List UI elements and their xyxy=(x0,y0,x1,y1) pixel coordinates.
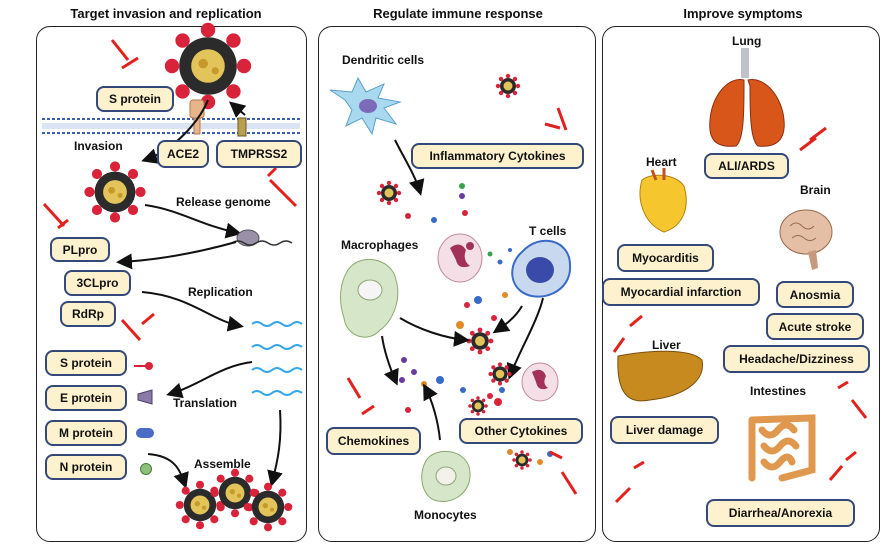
n-protein-icon xyxy=(140,463,152,475)
macrophages-label: Macrophages xyxy=(341,238,419,252)
diarrhea-anorexia-box: Diarrhea/Anorexia xyxy=(706,499,855,527)
s-protein-box: S protein xyxy=(45,350,127,376)
headache-dizziness-box: Headache/Dizziness xyxy=(723,345,870,373)
t-cell-graphic xyxy=(511,239,572,298)
macrophage-graphic xyxy=(340,259,399,338)
heart-label: Heart xyxy=(646,155,677,169)
brain-graphic xyxy=(779,209,833,270)
inflammatory-cytokines-box: Inflammatory Cytokines xyxy=(411,143,584,169)
t-cells-label: T cells xyxy=(529,224,567,238)
cytokine-dots xyxy=(399,183,553,465)
replication-label: Replication xyxy=(188,285,253,299)
inhibitor-marks-right xyxy=(612,126,868,504)
dendritic-cells-label: Dendritic cells xyxy=(342,53,425,67)
n-protein-box: N protein xyxy=(45,454,127,480)
cell-membrane xyxy=(42,118,300,134)
rdrp-box: RdRp xyxy=(60,301,116,327)
liver-damage-box: Liver damage xyxy=(610,416,719,444)
inhibitor-marks-middle xyxy=(346,107,578,495)
virus-invasion xyxy=(84,161,146,223)
ace2-box: ACE2 xyxy=(157,140,209,168)
intestines-label: Intestines xyxy=(750,384,807,398)
heading-immune-response: Regulate immune response xyxy=(373,6,543,21)
other-cytokines-box: Other Cytokines xyxy=(459,418,583,444)
acute-stroke-box: Acute stroke xyxy=(766,313,864,340)
lung-label: Lung xyxy=(732,34,762,48)
granulocyte-cell xyxy=(437,233,483,283)
anosmia-box: Anosmia xyxy=(776,281,854,308)
inhibitor-marks-left xyxy=(42,39,298,342)
heading-improve-symptoms: Improve symptoms xyxy=(683,6,803,21)
heart-graphic xyxy=(639,168,687,233)
monocyte-graphic xyxy=(421,450,471,502)
myocarditis-box: Myocarditis xyxy=(617,244,714,272)
e-protein-box: E protein xyxy=(45,385,127,411)
monocytes-label: Monocytes xyxy=(414,508,477,522)
heading-target-invasion: Target invasion and replication xyxy=(70,6,262,21)
assemble-label: Assemble xyxy=(194,457,251,471)
release-genome-label: Release genome xyxy=(176,195,271,209)
tmprss2-box: TMPRSS2 xyxy=(216,140,302,168)
translation-label: Translation xyxy=(173,396,238,410)
m-protein-box: M protein xyxy=(45,420,127,446)
intestines-graphic xyxy=(748,414,816,482)
lung-graphic xyxy=(709,48,785,147)
ali-ards-box: ALI/ARDS xyxy=(704,153,789,179)
virus-top xyxy=(164,22,252,110)
m-protein-icon xyxy=(136,428,154,438)
liver-label: Liver xyxy=(652,338,681,352)
e-protein-icon xyxy=(137,389,153,405)
liver-graphic xyxy=(617,350,703,402)
3clpro-box: 3CLpro xyxy=(64,270,131,296)
plpro-box: PLpro xyxy=(50,237,110,262)
s-protein-top-box: S protein xyxy=(96,86,174,112)
myocardial-infarction-box: Myocardial infarction xyxy=(602,278,760,306)
brain-label: Brain xyxy=(800,183,831,197)
dendritic-cell-graphic xyxy=(329,76,402,136)
invasion-label: Invasion xyxy=(74,139,123,153)
s-protein-icon xyxy=(134,362,153,370)
rna-strands xyxy=(251,321,303,396)
chemokines-box: Chemokines xyxy=(326,427,421,455)
